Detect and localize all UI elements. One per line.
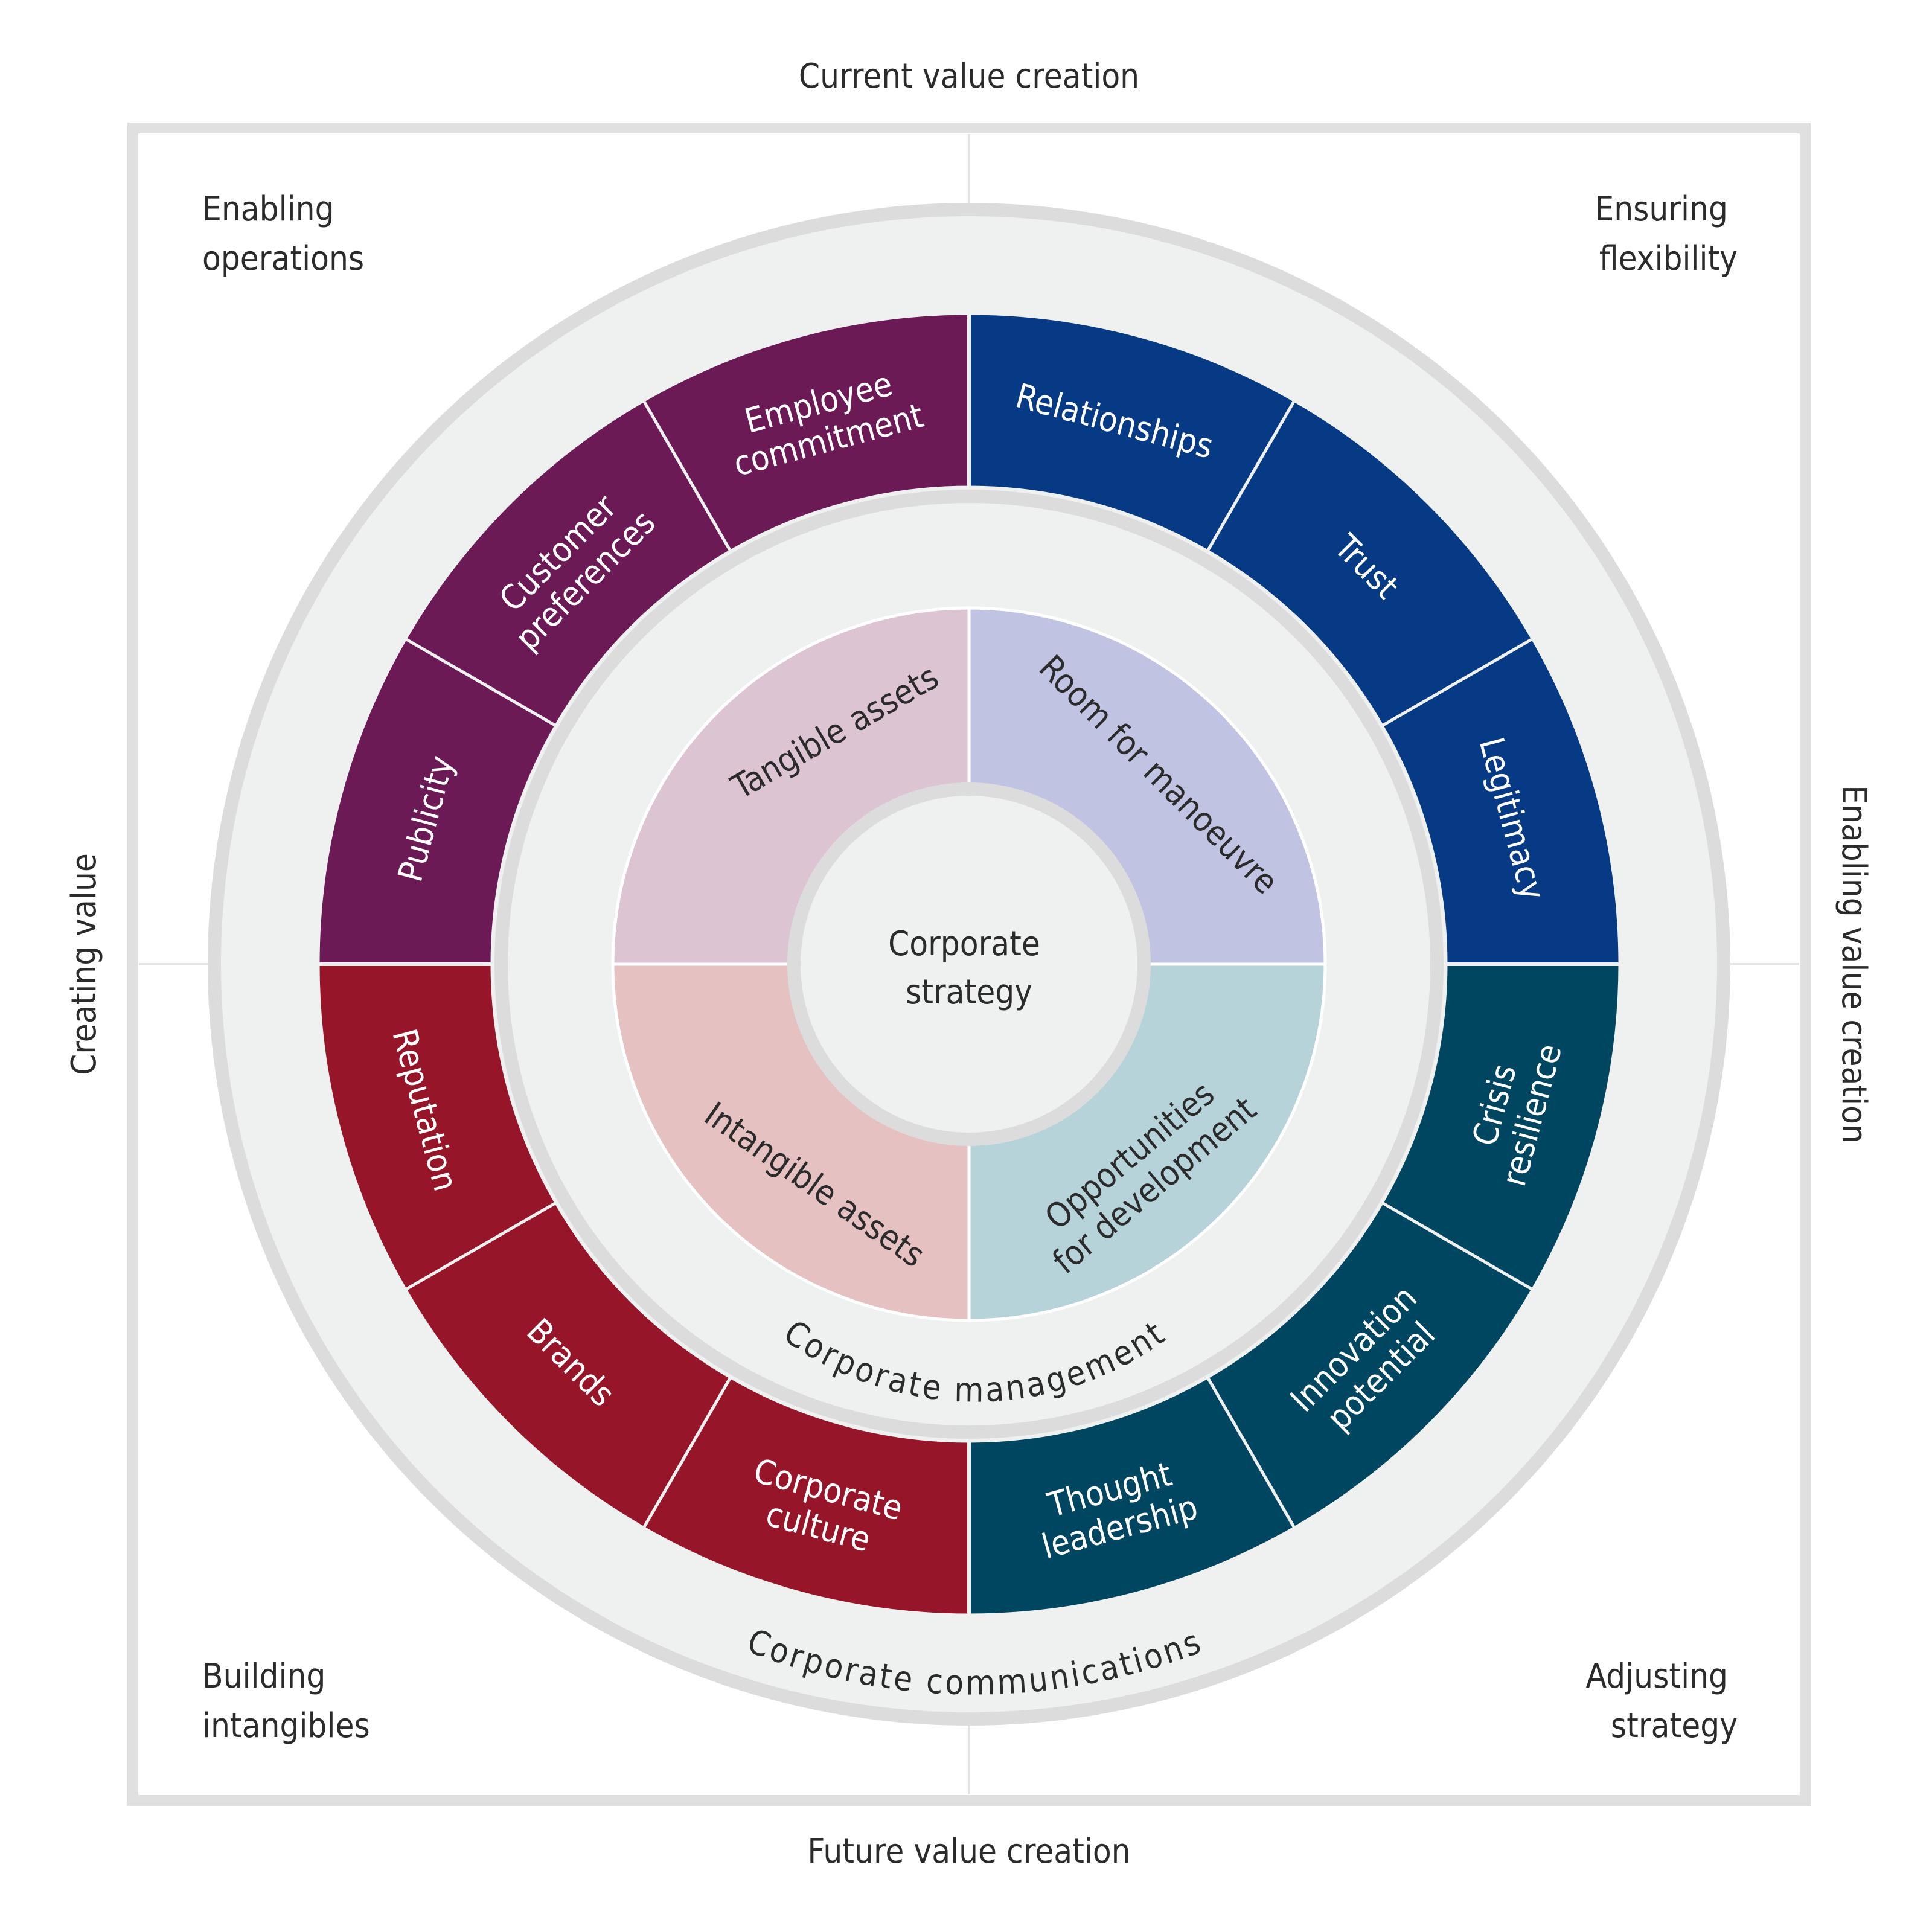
quadrant-bottom-left-label: Building intangibles bbox=[202, 1657, 370, 1745]
axis-bottom-label: Future value creation bbox=[807, 1832, 1130, 1871]
center-circle bbox=[787, 782, 1151, 1146]
axis-top-label: Current value creation bbox=[799, 57, 1139, 96]
axis-right-label: Enabling value creation bbox=[1834, 785, 1873, 1144]
axis-left-label: Creating value bbox=[65, 853, 104, 1075]
outer-segments: PublicityCustomerpreferencesEmployeecomm… bbox=[316, 312, 1622, 1617]
quadrant-top-right-label: Ensuring flexibility bbox=[1595, 190, 1738, 278]
quadrant-bottom-right-label: Adjusting strategy bbox=[1586, 1657, 1738, 1745]
center-label: Corporate strategy bbox=[888, 924, 1050, 1012]
quadrant-top-left-label: Enabling operations bbox=[202, 190, 364, 278]
